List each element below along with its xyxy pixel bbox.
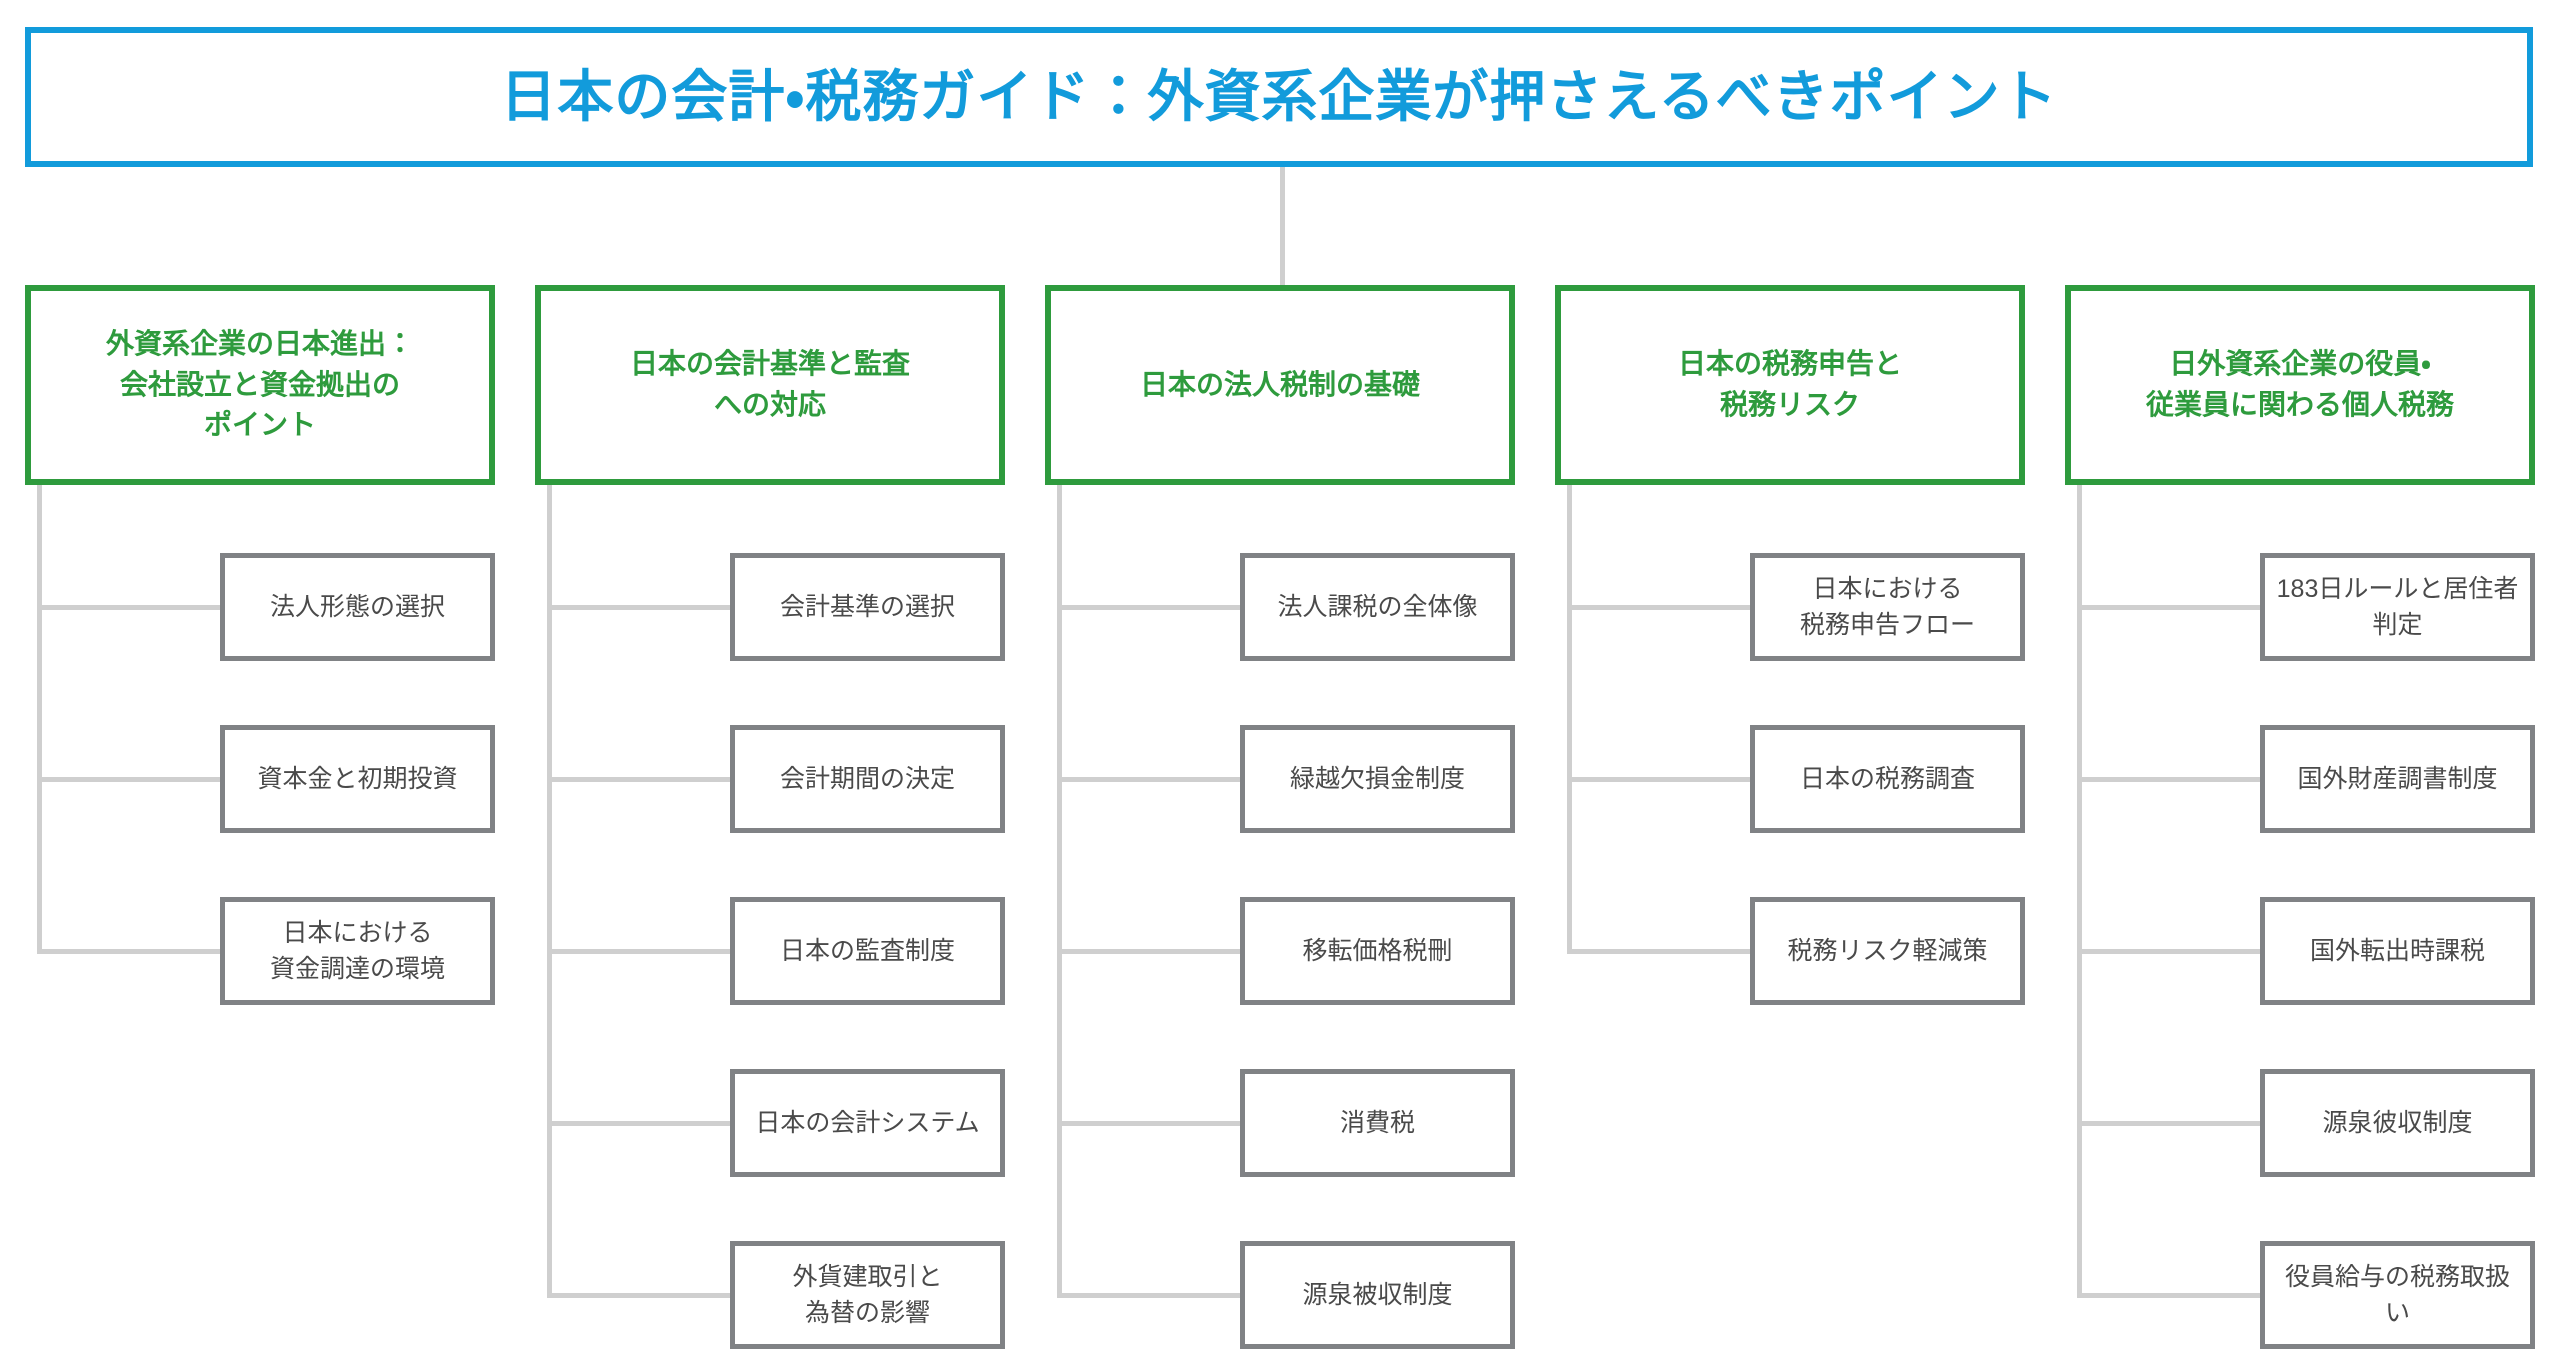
leaf-label: 日本の会計システム <box>755 1108 980 1137</box>
branch-spine-2 <box>547 485 552 1295</box>
leaf-box-2-1[interactable]: 会計基準の選択 <box>730 553 1005 661</box>
leaf-box-3-5[interactable]: 源泉被収制度 <box>1240 1241 1515 1349</box>
category-label: 日外資系企業の役員・従業員に関わる個人税務 <box>2145 348 2454 420</box>
leaf-box-4-2[interactable]: 日本の税務調査 <box>1750 725 2025 833</box>
leaf-box-4-3[interactable]: 税務リスク軽減策 <box>1750 897 2025 1005</box>
branch-spine-5 <box>2077 485 2082 1295</box>
category-label: 外資系企業の日本進出：会社設立と資金拠出のポイント <box>105 328 414 441</box>
leaf-label: 日本の税務調査 <box>1799 764 1975 793</box>
leaf-label: 国外転出時課税 <box>2309 936 2485 965</box>
leaf-label: 源泉被収制度 <box>1302 1280 1453 1309</box>
leaf-connector-1-2 <box>37 777 220 782</box>
leaf-box-5-2[interactable]: 国外財産調書制度 <box>2260 725 2535 833</box>
page-title: 日本の会計・税務ガイド：外資系企業が押さえるべきポイント <box>500 65 2058 129</box>
leaf-connector-5-5 <box>2077 1293 2260 1298</box>
leaf-label: 法人課税の全体像 <box>1277 592 1478 621</box>
leaf-box-5-3[interactable]: 国外転出時課税 <box>2260 897 2535 1005</box>
category-box-3[interactable]: 日本の法人税制の基礎 <box>1045 285 1515 485</box>
leaf-connector-5-1 <box>2077 605 2260 610</box>
category-box-4[interactable]: 日本の税務申告と税務リスク <box>1555 285 2025 485</box>
leaf-connector-5-3 <box>2077 949 2260 954</box>
leaf-label: 緑越欠損金制度 <box>1289 764 1465 793</box>
leaf-label: 源泉彼収制度 <box>2322 1108 2473 1137</box>
leaf-box-2-5[interactable]: 外貨建取引と為替の影響 <box>730 1241 1005 1349</box>
leaf-label: 法人形態の選択 <box>269 592 445 621</box>
leaf-box-3-4[interactable]: 消費税 <box>1240 1069 1515 1177</box>
leaf-connector-4-3 <box>1567 949 1750 954</box>
leaf-label: 消費税 <box>1339 1108 1415 1137</box>
leaf-connector-2-2 <box>547 777 730 782</box>
leaf-label: 日本における資金調達の環境 <box>269 918 445 983</box>
category-label: 日本の法人税制の基礎 <box>1139 368 1420 400</box>
trunk-connector <box>1280 167 1285 285</box>
leaf-connector-1-3 <box>37 949 220 954</box>
category-label: 日本の会計基準と監査への対応 <box>629 348 910 420</box>
leaf-box-3-3[interactable]: 移転価格税刪 <box>1240 897 1515 1005</box>
root-title-box: 日本の会計・税務ガイド：外資系企業が押さえるべきポイント <box>25 27 2533 167</box>
leaf-box-3-2[interactable]: 緑越欠損金制度 <box>1240 725 1515 833</box>
leaf-box-2-3[interactable]: 日本の監査制度 <box>730 897 1005 1005</box>
leaf-box-5-1[interactable]: 183日ルールと居住者判定 <box>2260 553 2535 661</box>
leaf-label: 外貨建取引と為替の影響 <box>792 1262 943 1327</box>
leaf-label: 日本における税務申告フロー <box>1799 574 1975 639</box>
leaf-label: 税務リスク軽減策 <box>1787 936 1988 965</box>
category-box-5[interactable]: 日外資系企業の役員・従業員に関わる個人税務 <box>2065 285 2535 485</box>
leaf-connector-4-2 <box>1567 777 1750 782</box>
leaf-label: 会計基準の選択 <box>779 592 955 621</box>
branch-spine-3 <box>1057 485 1062 1295</box>
leaf-box-4-1[interactable]: 日本における税務申告フロー <box>1750 553 2025 661</box>
category-box-1[interactable]: 外資系企業の日本進出：会社設立と資金拠出のポイント <box>25 285 495 485</box>
leaf-connector-3-3 <box>1057 949 1240 954</box>
leaf-label: 会計期間の決定 <box>779 764 955 793</box>
leaf-connector-2-1 <box>547 605 730 610</box>
leaf-label: 国外財産調書制度 <box>2297 764 2498 793</box>
leaf-box-1-1[interactable]: 法人形態の選択 <box>220 553 495 661</box>
branch-spine-4 <box>1567 485 1572 951</box>
leaf-connector-3-1 <box>1057 605 1240 610</box>
leaf-label: 移転価格税刪 <box>1302 936 1453 965</box>
category-box-2[interactable]: 日本の会計基準と監査への対応 <box>535 285 1005 485</box>
leaf-connector-5-4 <box>2077 1121 2260 1126</box>
leaf-box-1-2[interactable]: 資本金と初期投資 <box>220 725 495 833</box>
leaf-box-3-1[interactable]: 法人課税の全体像 <box>1240 553 1515 661</box>
leaf-box-2-2[interactable]: 会計期間の決定 <box>730 725 1005 833</box>
leaf-connector-2-3 <box>547 949 730 954</box>
leaf-label: 日本の監査制度 <box>779 936 955 965</box>
leaf-label: 183日ルールと居住者判定 <box>2276 574 2519 639</box>
leaf-label: 資本金と初期投資 <box>257 764 458 793</box>
leaf-connector-2-5 <box>547 1293 730 1298</box>
leaf-box-5-5[interactable]: 役員給与の税務取扱い <box>2260 1241 2535 1349</box>
leaf-connector-4-1 <box>1567 605 1750 610</box>
leaf-connector-3-5 <box>1057 1293 1240 1298</box>
leaf-box-5-4[interactable]: 源泉彼収制度 <box>2260 1069 2535 1177</box>
leaf-connector-2-4 <box>547 1121 730 1126</box>
leaf-box-2-4[interactable]: 日本の会計システム <box>730 1069 1005 1177</box>
leaf-connector-5-2 <box>2077 777 2260 782</box>
branch-spine-1 <box>37 485 42 951</box>
leaf-label: 役員給与の税務取扱い <box>2284 1262 2510 1327</box>
leaf-box-1-3[interactable]: 日本における資金調達の環境 <box>220 897 495 1005</box>
leaf-connector-3-4 <box>1057 1121 1240 1126</box>
leaf-connector-1-1 <box>37 605 220 610</box>
category-label: 日本の税務申告と税務リスク <box>1677 348 1902 420</box>
leaf-connector-3-2 <box>1057 777 1240 782</box>
